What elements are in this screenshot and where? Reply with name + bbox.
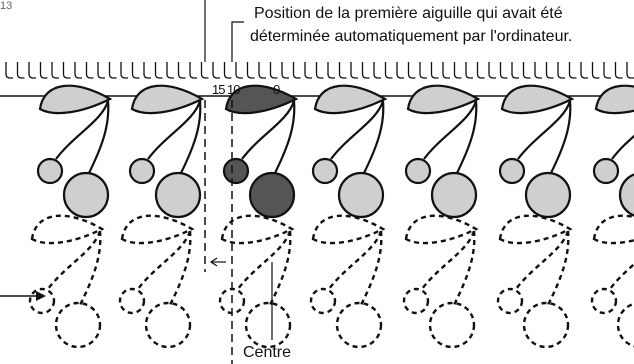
cherry-motif bbox=[118, 214, 195, 349]
large-cherry bbox=[54, 301, 102, 349]
stem-left bbox=[237, 230, 292, 290]
small-cherry bbox=[402, 287, 430, 315]
leaf-shape bbox=[130, 84, 205, 115]
large-cherry bbox=[144, 301, 192, 349]
stem-left bbox=[330, 100, 385, 160]
needle-number-0: 0 bbox=[273, 82, 281, 97]
cherry-motif bbox=[128, 84, 205, 219]
needle-comb bbox=[5, 62, 634, 79]
leaf-shape bbox=[594, 84, 634, 115]
small-cherry bbox=[592, 157, 620, 185]
cherry-motif bbox=[309, 214, 386, 349]
leaf-shape bbox=[592, 214, 634, 245]
small-cherry bbox=[590, 287, 618, 315]
cherry-motif bbox=[590, 214, 634, 348]
cherry-motif bbox=[496, 214, 573, 349]
stem-right bbox=[268, 230, 292, 306]
cherry-motif bbox=[28, 214, 105, 349]
large-cherry bbox=[335, 301, 383, 349]
stem-right bbox=[359, 230, 383, 306]
shift-arrow bbox=[209, 257, 226, 267]
stem-right bbox=[549, 100, 572, 176]
stem-right bbox=[273, 100, 296, 176]
cherry-motif bbox=[311, 84, 388, 219]
small-cherry bbox=[404, 157, 432, 185]
needle-number-15: 15 bbox=[212, 82, 226, 97]
stem-right bbox=[78, 230, 102, 306]
stem-left bbox=[609, 262, 634, 290]
large-cherry bbox=[248, 171, 296, 219]
cherry-motif bbox=[218, 214, 295, 349]
leaf-shape bbox=[38, 84, 113, 115]
large-cherry bbox=[430, 171, 478, 219]
stem-left bbox=[515, 230, 570, 290]
large-cherry bbox=[337, 171, 385, 219]
small-cherry bbox=[311, 157, 339, 185]
leaf-shape bbox=[311, 214, 386, 245]
small-cherry bbox=[498, 157, 526, 185]
stem-right bbox=[87, 100, 110, 176]
stem-left bbox=[241, 100, 296, 160]
leaf-shape bbox=[30, 214, 105, 245]
stem-left bbox=[137, 230, 192, 290]
cherry-motif bbox=[404, 84, 481, 219]
leaf-shape bbox=[498, 214, 573, 245]
stem-right bbox=[546, 230, 570, 306]
cherry-motif bbox=[402, 214, 479, 349]
leaf-shape bbox=[224, 84, 299, 115]
needle-number-10: 10 bbox=[227, 82, 241, 97]
small-cherry bbox=[28, 287, 56, 315]
start-arrow bbox=[0, 291, 46, 301]
cherry-motif bbox=[592, 84, 634, 217]
cropped-top-text: 13 bbox=[0, 0, 13, 12]
stem-right bbox=[455, 100, 478, 176]
stem-left bbox=[421, 230, 476, 290]
cherry-motif bbox=[222, 84, 299, 219]
large-cherry bbox=[618, 173, 634, 217]
large-cherry bbox=[616, 302, 634, 348]
cherry-row-top bbox=[36, 84, 634, 219]
small-cherry bbox=[118, 287, 146, 315]
large-cherry bbox=[62, 171, 110, 219]
needle-bed bbox=[5, 62, 634, 79]
stem-right bbox=[362, 100, 385, 176]
centre-label: Centre bbox=[243, 344, 292, 361]
stem-left bbox=[517, 100, 572, 160]
stem-right bbox=[179, 100, 202, 176]
annotation-line-2: déterminée automatiquement par l'ordinat… bbox=[250, 28, 573, 45]
stem-left bbox=[47, 230, 102, 290]
leaf-shape bbox=[500, 84, 575, 115]
cherry-row-bottom bbox=[28, 214, 634, 349]
stem-left bbox=[147, 100, 202, 160]
annotation-leader-bracket bbox=[231, 21, 244, 62]
small-cherry bbox=[36, 157, 64, 185]
small-cherry bbox=[128, 157, 156, 185]
small-cherry bbox=[496, 287, 524, 315]
large-cherry bbox=[154, 171, 202, 219]
small-cherry bbox=[222, 157, 250, 185]
leaf-shape bbox=[313, 84, 388, 115]
small-cherry bbox=[309, 287, 337, 315]
cherry-motif bbox=[36, 84, 113, 219]
stem-right bbox=[168, 230, 192, 306]
stem-left bbox=[611, 134, 634, 160]
large-cherry bbox=[524, 171, 572, 219]
leaf-shape bbox=[404, 214, 479, 245]
stem-left bbox=[55, 100, 110, 160]
leaf-shape bbox=[406, 84, 481, 115]
stem-left bbox=[328, 230, 383, 290]
stem-left bbox=[423, 100, 478, 160]
annotation-line-1: Position de la première aiguille qui ava… bbox=[254, 5, 563, 22]
leaf-shape bbox=[120, 214, 195, 245]
stem-right bbox=[452, 230, 476, 306]
large-cherry bbox=[244, 301, 292, 349]
large-cherry bbox=[428, 301, 476, 349]
cherry-motif bbox=[498, 84, 575, 219]
large-cherry bbox=[522, 301, 570, 349]
